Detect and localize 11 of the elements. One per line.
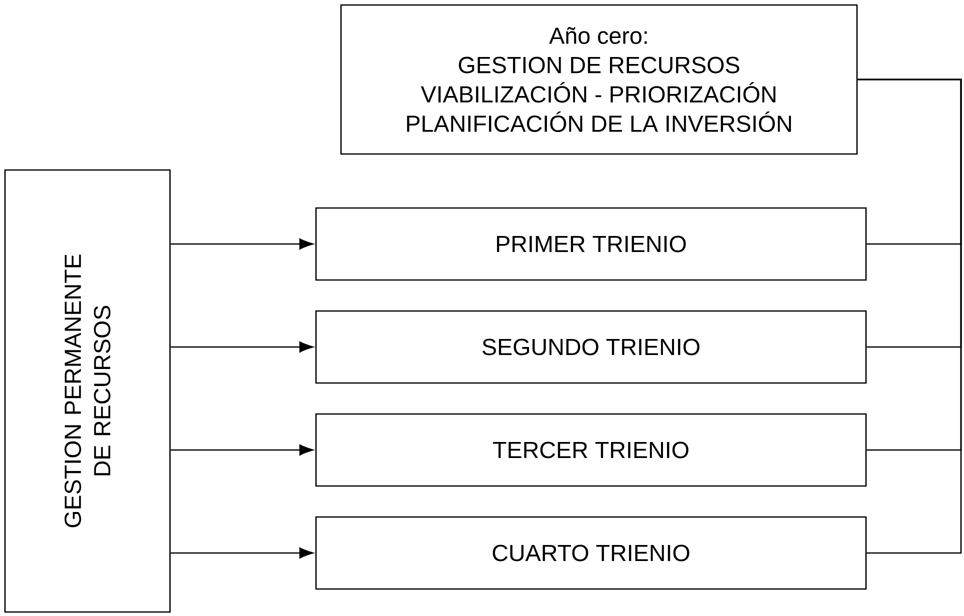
process-box: PRIMER TRIENIO [315,207,867,281]
vertical-box: GESTION PERMANENTE DE RECURSOS [4,169,171,613]
arrow [170,444,314,456]
arrow [170,341,314,352]
arrow [170,238,314,250]
connector-line [858,78,962,554]
process-box: CUARTO TRIENIO [315,516,867,590]
process-box: Año cero: GESTION DE RECURSOS VIABILIZACIÓN - PRIORIZACIÓN PLANIFICACIÓN DE LA INVERSIÓN [340,4,858,155]
arrow [170,547,314,558]
process-box: SEGUNDO TRIENIO [315,310,867,384]
process-box: TERCER TRIENIO [315,413,867,487]
